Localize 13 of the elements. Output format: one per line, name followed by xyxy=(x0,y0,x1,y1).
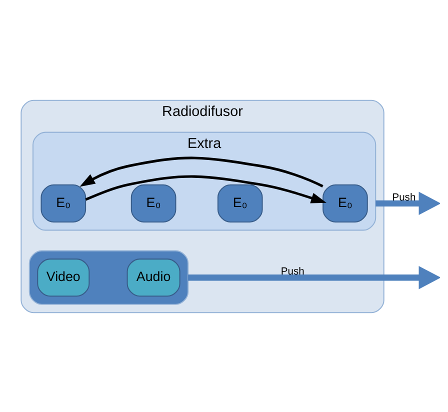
node-box: E₀ xyxy=(130,184,176,222)
edge-label: Push xyxy=(280,266,304,278)
arrow xyxy=(376,191,440,215)
arrow xyxy=(85,174,327,203)
node-box: E₀ xyxy=(322,184,368,222)
node-box: E₀ xyxy=(40,184,86,222)
node-box: Audio xyxy=(126,258,180,296)
edge-label: Push xyxy=(392,192,416,203)
cluster xyxy=(28,250,189,304)
node-box: E₀ xyxy=(217,184,263,222)
node-box: Video xyxy=(37,258,90,296)
arrow xyxy=(80,156,324,187)
arrow xyxy=(188,266,440,289)
